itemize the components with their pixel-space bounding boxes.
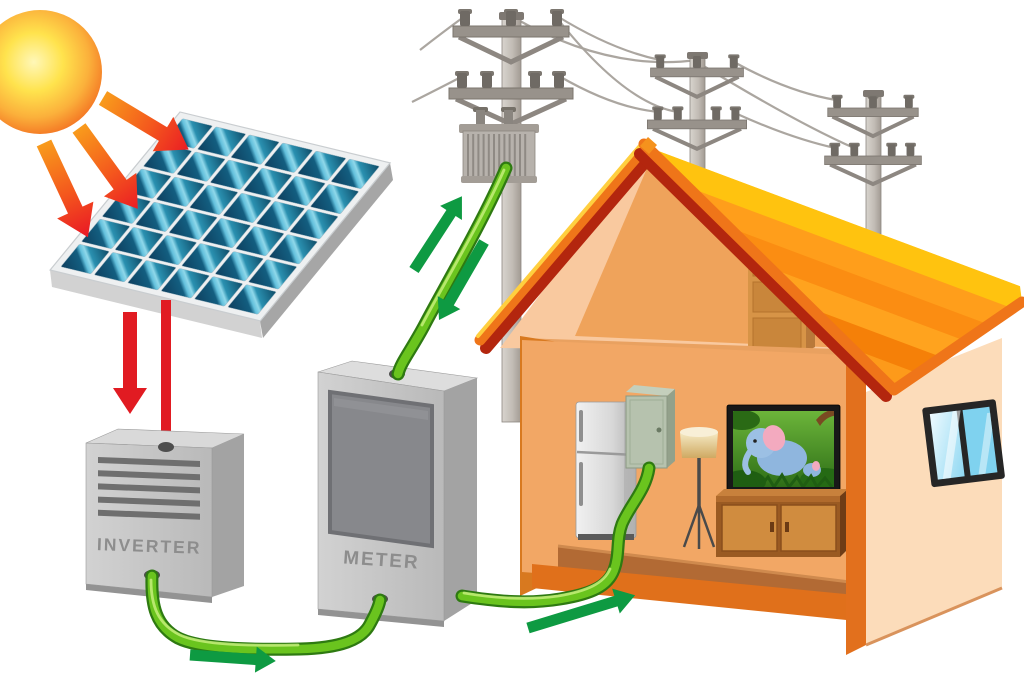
- solar-cell: [235, 226, 284, 257]
- inverter-label: INVERTER: [97, 534, 202, 558]
- meter: METER: [317, 360, 479, 627]
- solar-cell-grid: [61, 118, 380, 315]
- house: [474, 137, 1024, 655]
- cutaway-front-edge: [846, 342, 866, 655]
- solar-cell: [227, 284, 277, 315]
- solar-cell: [197, 126, 246, 157]
- vent-slat: [98, 496, 200, 507]
- solar-cell: [231, 134, 280, 165]
- solar-cell: [210, 159, 259, 190]
- roof-apex-cap: [640, 137, 657, 154]
- dc-flow-arrow: [113, 312, 147, 414]
- window: [922, 399, 1005, 488]
- utility-pole-2: [647, 52, 746, 173]
- solar-cell: [331, 159, 380, 189]
- vent-slat: [98, 470, 200, 481]
- solar-cell: [127, 260, 176, 291]
- solar-cell: [115, 227, 164, 257]
- floor-lamp-icon: [680, 427, 718, 549]
- solar-cell: [94, 252, 143, 283]
- utility-pole-3: [825, 90, 922, 235]
- solar-cell: [264, 142, 313, 173]
- solar-cell: [289, 209, 338, 240]
- solar-panel: [49, 111, 393, 338]
- cable-meter-to-grid: [391, 161, 513, 381]
- sun-ray-arrow-2: [72, 123, 138, 209]
- tv-icon: [726, 404, 841, 494]
- solar-cell: [181, 243, 230, 274]
- solar-cell: [202, 218, 251, 248]
- solar-cell: [81, 219, 130, 249]
- flow-arrow-meter-to-house: [526, 588, 636, 634]
- solar-cell: [189, 185, 238, 215]
- cable-inverter-to-meter: [145, 569, 387, 656]
- solar-cell: [223, 193, 272, 223]
- solar-cell: [243, 168, 292, 198]
- sun-rays: [36, 91, 189, 238]
- cable-meter-to-house: [455, 461, 656, 609]
- inverter-vents: [98, 457, 200, 520]
- vent-slat: [98, 483, 200, 494]
- solar-cell: [297, 151, 346, 181]
- solar-cell: [176, 151, 226, 182]
- solar-cell: [277, 176, 326, 206]
- meter-screen: [328, 389, 434, 549]
- roof-plank: [640, 159, 1022, 357]
- vent-slat: [98, 509, 200, 520]
- sun-ray-arrow-1: [98, 91, 189, 152]
- refrigerator-icon: [575, 401, 637, 540]
- solar-cell: [248, 259, 297, 290]
- roof-plank: [640, 144, 1022, 335]
- flow-arrow-inverter-to-meter: [189, 646, 276, 673]
- solar-cell: [269, 234, 318, 265]
- solar-cell: [61, 244, 110, 274]
- energy-flow-arrows: [113, 196, 636, 673]
- solar-cell: [135, 202, 184, 232]
- solar-cell: [256, 201, 305, 231]
- solar-cell: [194, 276, 243, 307]
- solar-cell: [169, 210, 218, 240]
- tv-screen-cartoon: [733, 411, 834, 487]
- flow-arrow-from-grid: [437, 239, 489, 320]
- breaker-panel-icon: [625, 385, 675, 469]
- exterior-wall: [865, 338, 1005, 647]
- solar-cell: [215, 251, 264, 282]
- solar-cell: [310, 184, 359, 214]
- vent-slat: [98, 457, 200, 467]
- solar-cell: [148, 235, 197, 265]
- inverter: INVERTER: [85, 428, 245, 603]
- tv-cabinet-icon: [716, 489, 848, 557]
- sun-ray-arrow-3: [36, 139, 94, 238]
- solar-cell: [161, 268, 210, 299]
- solar-cell: [156, 176, 205, 207]
- flow-arrow-to-grid: [409, 196, 462, 273]
- sun: [0, 10, 102, 134]
